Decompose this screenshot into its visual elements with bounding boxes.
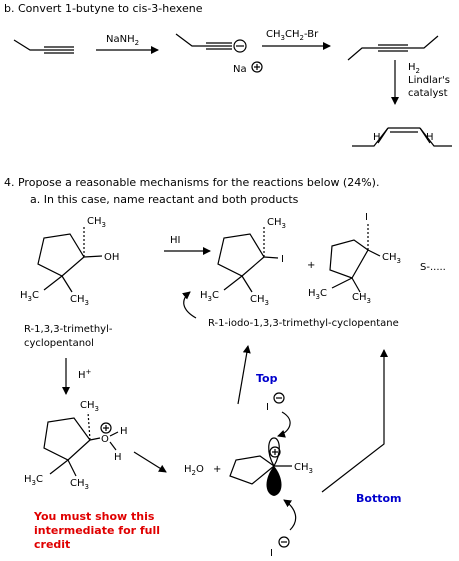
reagent-nanh2: NaNH2 [106,34,139,47]
iodide-top: I [266,392,285,413]
svg-text:CH3: CH3 [382,252,401,265]
svg-text:H: H [114,452,122,463]
svg-text:Na: Na [233,64,247,75]
svg-text:CH3: CH3 [352,292,371,305]
plus-sign: + [213,464,221,475]
svg-text:H: H [426,132,434,143]
iodide-bottom: I [270,536,290,559]
butyne-structure [13,39,74,54]
svg-text:OH: OH [104,252,119,263]
reaction-arrow [133,451,167,473]
q4-subheading: a. In this case, name reactant and both … [30,193,299,206]
bottom-label: Bottom [356,492,401,505]
s-enantiomer-label: S-..... [420,262,446,273]
water: H2O [184,464,204,477]
plus-sign: + [307,260,315,271]
curved-arrow [283,499,297,531]
curved-arrow [182,291,197,319]
svg-text:H3C: H3C [308,288,327,301]
svg-text:CH3: CH3 [267,217,286,230]
warning-line-1: You must show this [33,510,155,523]
part-b-heading: b. Convert 1-butyne to cis-3-hexene [4,2,203,15]
cis-hexene-structure: H H [352,127,452,147]
top-label: Top [256,372,278,385]
q4-heading: 4. Propose a reasonable mechanisms for t… [4,176,379,189]
svg-text:CH3: CH3 [70,478,89,491]
reagent-h-plus: H+ [78,368,92,381]
svg-text:I: I [266,402,269,413]
reagent-ethyl-bromide: CH3CH2-Br [266,29,319,42]
product-2-iodide: I CH3 H3C CH3 [308,212,401,305]
product-name: R-1-iodo-1,3,3-trimethyl-cyclopentane [208,318,399,329]
svg-text:I: I [281,254,284,265]
carbocation-intermediate: CH3 [229,437,313,496]
reactant-cyclopentanol: CH3 OH H3C CH3 [20,216,119,307]
svg-text:O: O [101,434,109,445]
reagent-hi: HI [170,235,180,246]
warning-line-2: intermediate for full [34,524,160,537]
curved-arrow [277,411,291,438]
svg-text:H: H [120,426,128,437]
acetylide-structure [175,33,247,53]
reagent-lindlar: Lindlar's [408,75,450,86]
reactant-name-line-2: cyclopentanol [24,338,94,349]
svg-text:CH3: CH3 [80,400,99,413]
svg-text:CH3: CH3 [70,294,89,307]
svg-text:I: I [365,212,368,223]
svg-text:H3C: H3C [20,290,39,303]
svg-text:CH3: CH3 [294,462,313,475]
svg-text:H3C: H3C [24,474,43,487]
top-path-arrow [237,345,251,405]
svg-text:I: I [270,548,273,559]
svg-text:CH3: CH3 [87,216,106,229]
svg-text:H: H [373,132,381,143]
warning-line-3: credit [34,538,70,551]
svg-text:CH3: CH3 [250,294,269,307]
bottom-path-arrow [321,349,388,493]
reagent-h2: H2 [408,62,420,75]
reagent-catalyst: catalyst [408,88,448,99]
sodium-cation: Na [233,61,263,75]
hexyne-structure [347,35,439,61]
reactant-name-line-1: R-1,3,3-trimethyl- [24,324,113,335]
product-1-iodide: CH3 I H3C CH3 [200,217,286,307]
oxonium-intermediate: CH3 O H H H3C CH3 [24,400,128,491]
svg-text:H3C: H3C [200,290,219,303]
